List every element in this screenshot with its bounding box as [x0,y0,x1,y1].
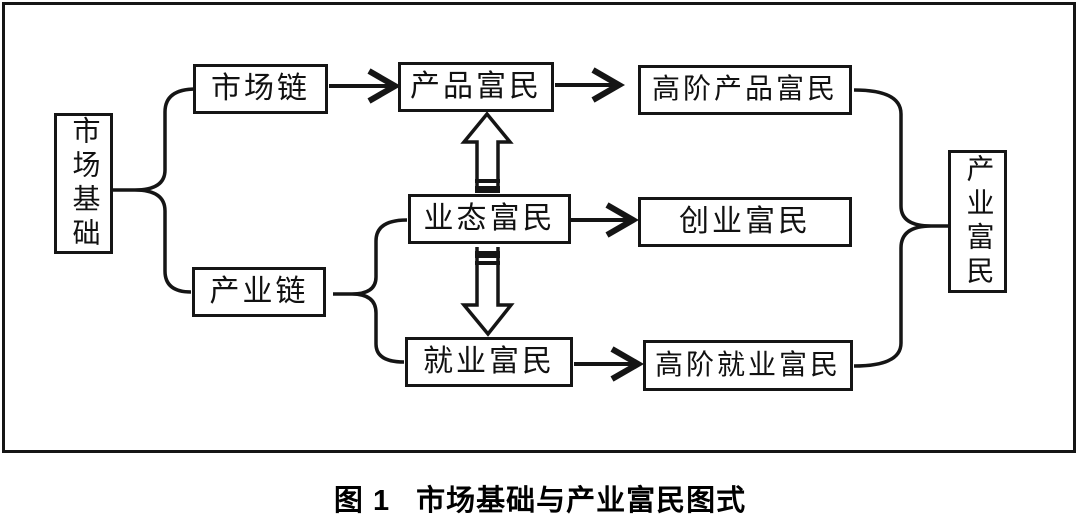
node-business-form-enrichment: 业态富民 [408,194,571,244]
node-employment-enrichment: 就业富民 [405,337,573,387]
arrow-business-form-to-entrepreneurship [571,202,640,238]
connector-layer [113,67,948,382]
block-arrow-down-stripe [475,261,500,265]
node-label: 市场链 [211,72,310,105]
node-label: 产业富民 [962,153,994,290]
node-label: 高阶就业富民 [654,349,841,381]
block-arrow-up-stripe [475,186,500,193]
node-label: 高阶产品富民 [651,74,838,105]
block-arrow-down-stripe [475,251,500,258]
block-arrow-up-stripe [475,179,500,183]
node-label: 创业富民 [679,205,811,238]
node-market-chain: 市场链 [193,64,328,114]
node-label: 市场基础 [68,115,100,252]
brace-right [853,88,932,368]
node-label: 产业链 [209,275,309,308]
figure-title: 市场基础与产业富民图式 [416,485,747,517]
node-label: 就业富民 [423,345,555,378]
figure-caption: 图 1 市场基础与产业富民图式 [0,477,1080,518]
brace-left [134,87,197,294]
node-industry-enrichment: 产业富民 [948,150,1007,293]
arrow-employment-to-advanced-employment [574,346,645,382]
node-entrepreneurship-enrichment: 创业富民 [638,197,852,247]
node-market-foundation: 市场基础 [54,113,113,254]
node-product-enrichment: 产品富民 [398,62,554,112]
block-arrow-up [460,111,514,193]
block-arrow-down [460,247,515,337]
arrow-product-to-advanced-product [555,67,626,103]
node-industry-chain: 产业链 [192,267,326,317]
node-label: 业态富民 [423,202,556,235]
brace-middle [351,218,408,364]
node-label: 产品富民 [410,70,542,103]
arrow-market-chain-to-product [329,68,402,104]
figure-number: 图 1 [333,485,391,517]
node-advanced-employment-enrichment: 高阶就业富民 [643,340,853,391]
node-advanced-product-enrichment: 高阶产品富民 [638,65,852,115]
